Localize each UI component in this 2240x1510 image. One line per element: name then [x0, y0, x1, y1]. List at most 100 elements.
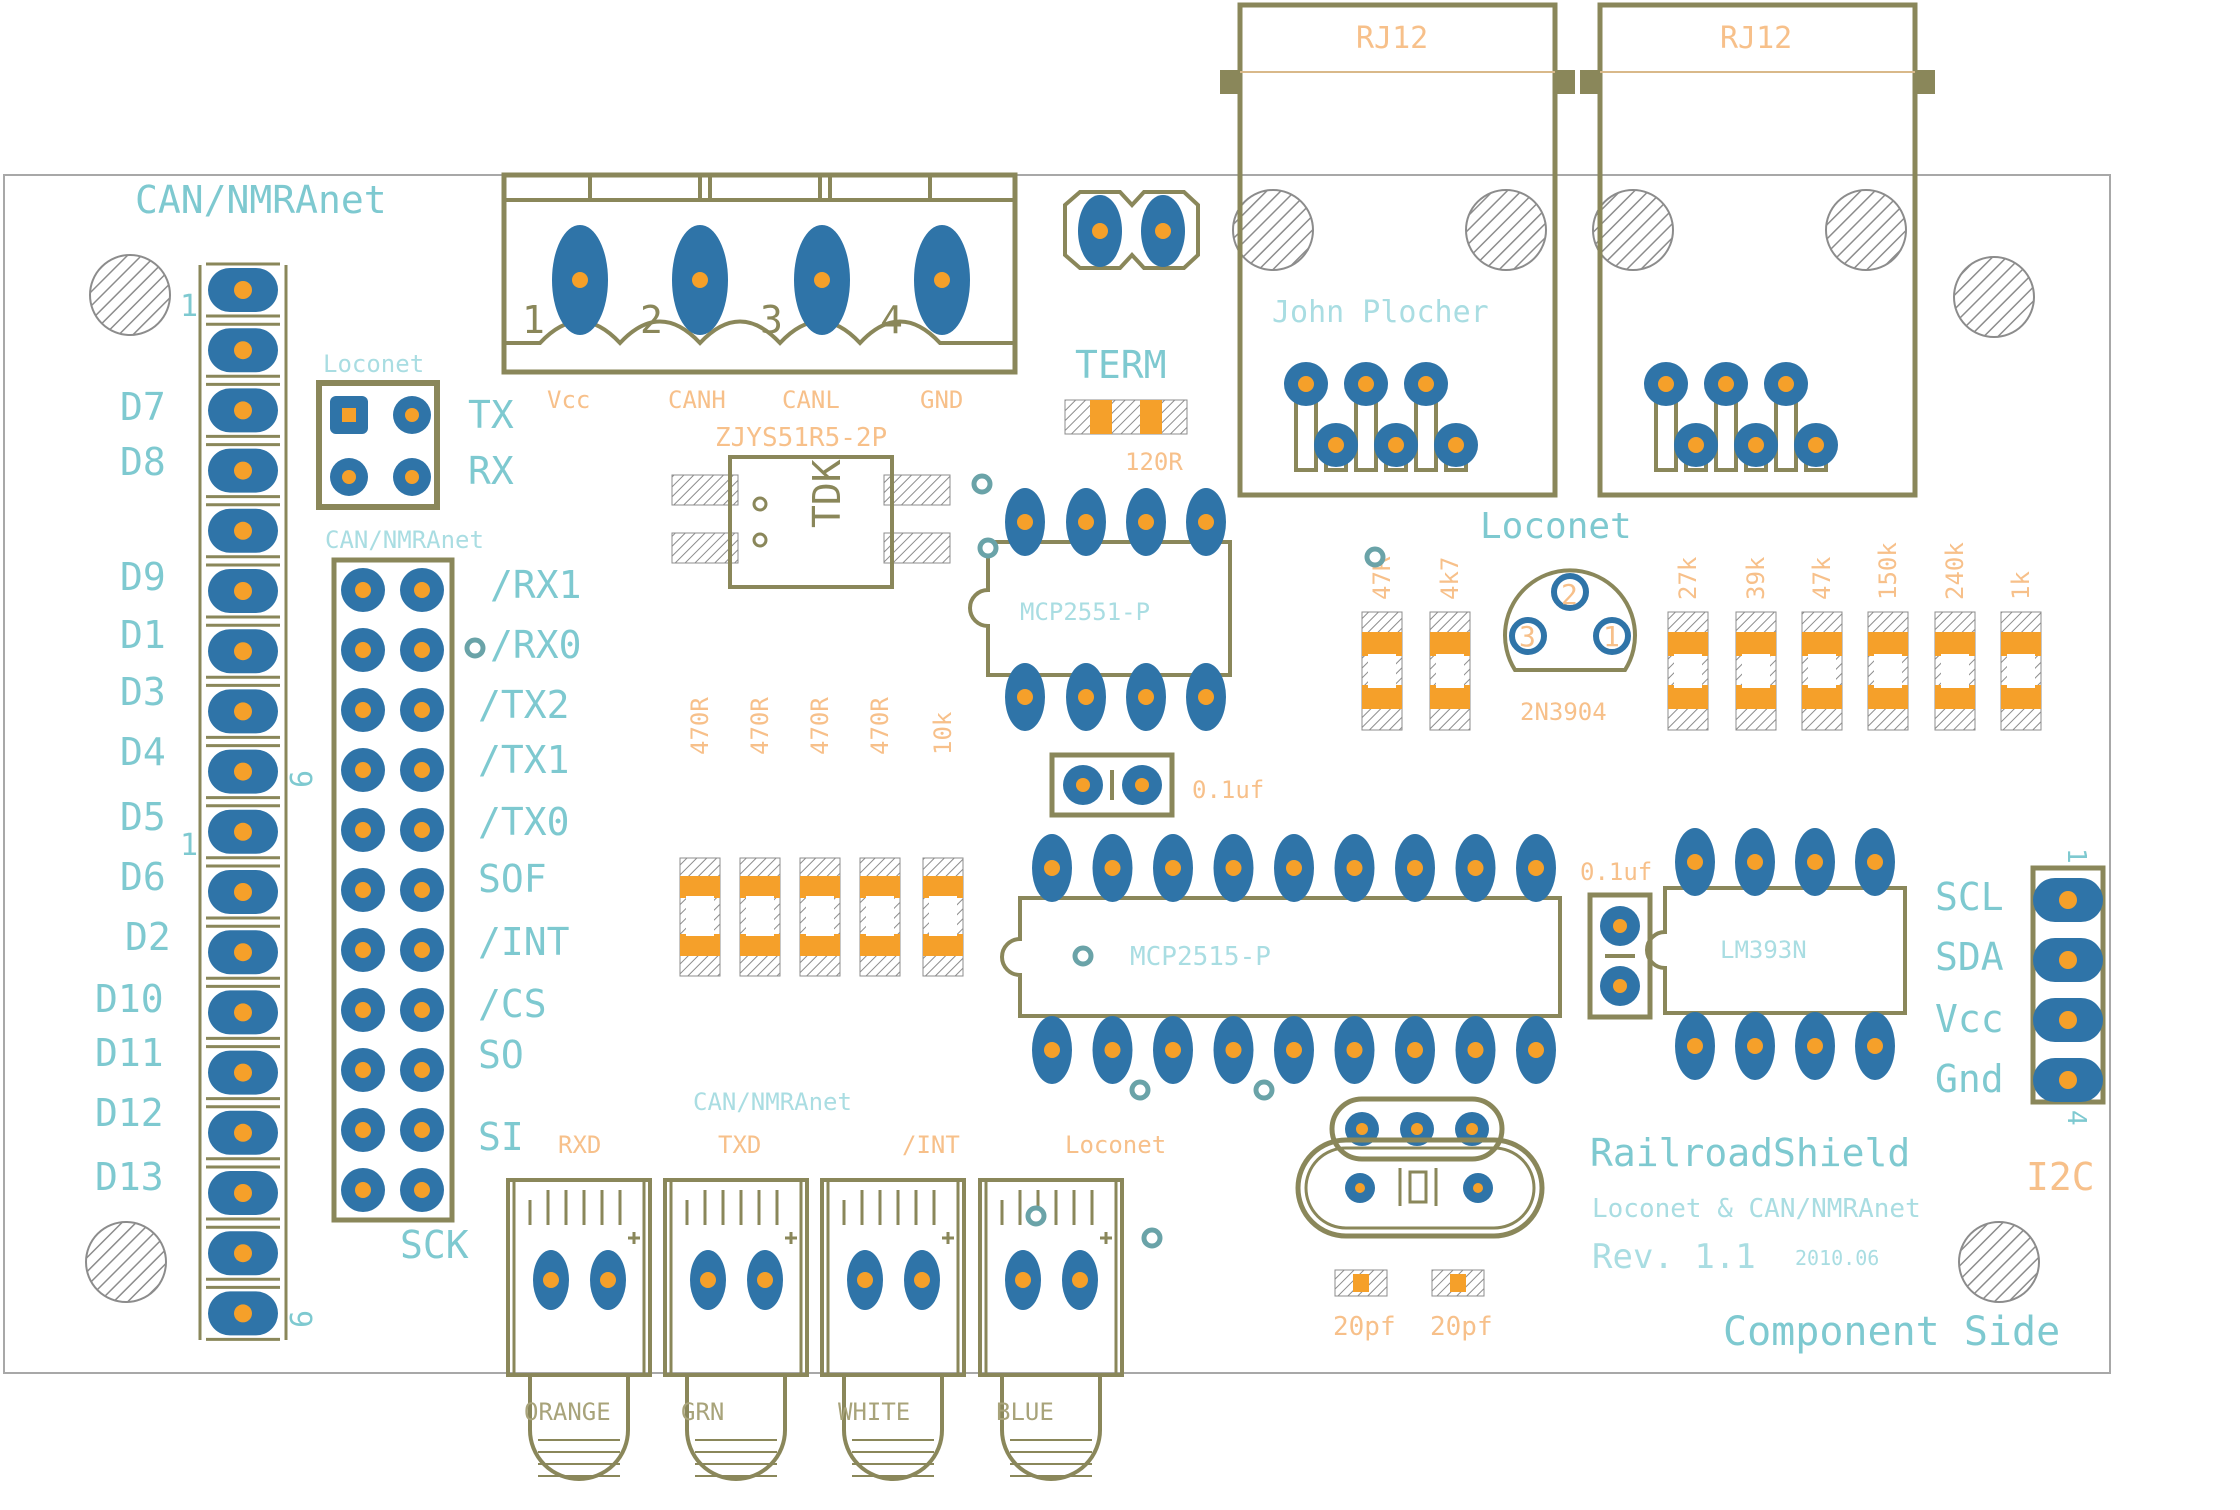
left-header-pin: [206, 744, 280, 800]
left-header-label: D10: [95, 977, 164, 1021]
left-header-pin: [206, 1285, 280, 1341]
left-header-pin: [206, 1165, 280, 1221]
resistor-label: 240k: [1941, 542, 1969, 600]
resistor-label: 47k: [1808, 556, 1836, 600]
crystal: [1295, 1096, 1545, 1239]
i2c-title: I2C: [2026, 1155, 2095, 1199]
board-date: 2010.06: [1795, 1246, 1879, 1270]
smd-resistor: [1867, 611, 1909, 731]
dip-pin: [1395, 1016, 1435, 1084]
left-header-pin: [206, 563, 280, 619]
terminal-signal-label: GND: [920, 386, 963, 414]
header-mark-9b: 9: [282, 1310, 317, 1328]
led: BLUE: [978, 1178, 1124, 1481]
term-label: TERM: [1075, 343, 1167, 387]
resistor-label: 1k: [2007, 571, 2035, 600]
rj12-pin: [1674, 423, 1718, 467]
left-header-pin: [206, 1045, 280, 1101]
led-pad: [747, 1250, 783, 1310]
rj12-pin: [1314, 423, 1358, 467]
led-pad: [690, 1250, 726, 1310]
resistor-label: 4k7: [1436, 557, 1464, 600]
led-pad: [847, 1250, 883, 1310]
can-header-pin: [341, 568, 385, 612]
dip-pin: [1153, 1016, 1193, 1084]
i2c-header: [2033, 878, 2103, 1102]
rj12-pin: [1404, 362, 1448, 406]
rj12-jack: [1580, 2, 1935, 498]
dip-pin: [1092, 1016, 1133, 1084]
dip-pin: [1455, 1016, 1496, 1084]
transistor-pin-1: 1: [1603, 620, 1620, 653]
board-side: Component Side: [1723, 1309, 2060, 1355]
can-header-pin: [400, 1168, 444, 1212]
dip-pin: [1032, 1016, 1072, 1084]
via: [1364, 546, 1386, 568]
dip-pin: [1186, 663, 1226, 731]
left-header-label: D3: [120, 670, 166, 714]
loconet-jumper-outline: [316, 380, 440, 510]
i2c-mark-1: 1: [2061, 848, 2091, 864]
can-header-pin: [400, 1048, 444, 1092]
smd-resistor: [2000, 611, 2042, 731]
dip-pin: [1066, 663, 1106, 731]
board-revision: Rev. 1.1: [1592, 1237, 1756, 1277]
left-header-label: D9: [120, 555, 166, 599]
can-header-pin: [400, 1108, 444, 1152]
terminal-block: [501, 172, 1018, 375]
dip-pin: [1455, 834, 1496, 902]
lm393-label: LM393N: [1720, 936, 1807, 964]
can-header-pin: [400, 568, 444, 612]
smd-resistor: [1735, 611, 1777, 731]
led-signal-label: /INT: [902, 1131, 960, 1159]
dip-pin: [1675, 828, 1715, 896]
resistor-label: 470R: [746, 697, 774, 755]
left-header-pin: [206, 623, 280, 679]
dip-pin: [1213, 1016, 1254, 1084]
can-header-label: /TX0: [478, 800, 570, 844]
transistor-pin-2: 2: [1561, 578, 1578, 611]
smd-resistor: [1429, 611, 1471, 731]
left-header-pin: [206, 503, 280, 559]
dip-pin: [1066, 488, 1106, 556]
dip-pin: [1032, 834, 1072, 902]
smd-resistor: [859, 857, 901, 977]
can-header-pin: [400, 688, 444, 732]
left-header-pin: [206, 382, 280, 438]
dip-pin: [1005, 663, 1045, 731]
rj12-pin: [1434, 423, 1478, 467]
left-header-label: D13: [95, 1155, 164, 1199]
lm393-chip: [1645, 828, 1907, 1080]
can-header-pin: [400, 628, 444, 672]
via: [464, 637, 486, 659]
terminal-signal-label: Vcc: [547, 386, 590, 414]
resistor-label: 470R: [866, 697, 894, 755]
can-header-pin: [341, 748, 385, 792]
rj12-loconet-label: Loconet: [1480, 506, 1632, 547]
rj12-pin: [1704, 362, 1748, 406]
left-header-pin: [206, 322, 280, 378]
via: [977, 537, 999, 559]
dip-pin: [1126, 488, 1166, 556]
rj12-jacks: [1220, 2, 1935, 498]
can-header-pin: [341, 628, 385, 672]
terminal-signal-label: CANH: [668, 386, 726, 414]
rj12-pin: [1284, 362, 1328, 406]
cap-label-2: 0.1uf: [1580, 858, 1652, 886]
can-header-pin: [341, 1048, 385, 1092]
i2c-pin: [2033, 878, 2103, 922]
left-header-pin: [206, 443, 280, 499]
header-mark-9: 9: [282, 770, 317, 788]
terminal-pads: [552, 225, 970, 335]
left-header-label: D6: [120, 855, 166, 899]
tx-label: TX: [468, 393, 514, 437]
cap-label-1: 0.1uf: [1192, 776, 1264, 804]
terminal-pad: [672, 225, 728, 335]
left-header-pin: [206, 1105, 280, 1161]
via: [1129, 1079, 1151, 1101]
led-pad: [1062, 1250, 1098, 1310]
can-header-pin: [341, 928, 385, 972]
mounting-holes: [85, 189, 2040, 1303]
